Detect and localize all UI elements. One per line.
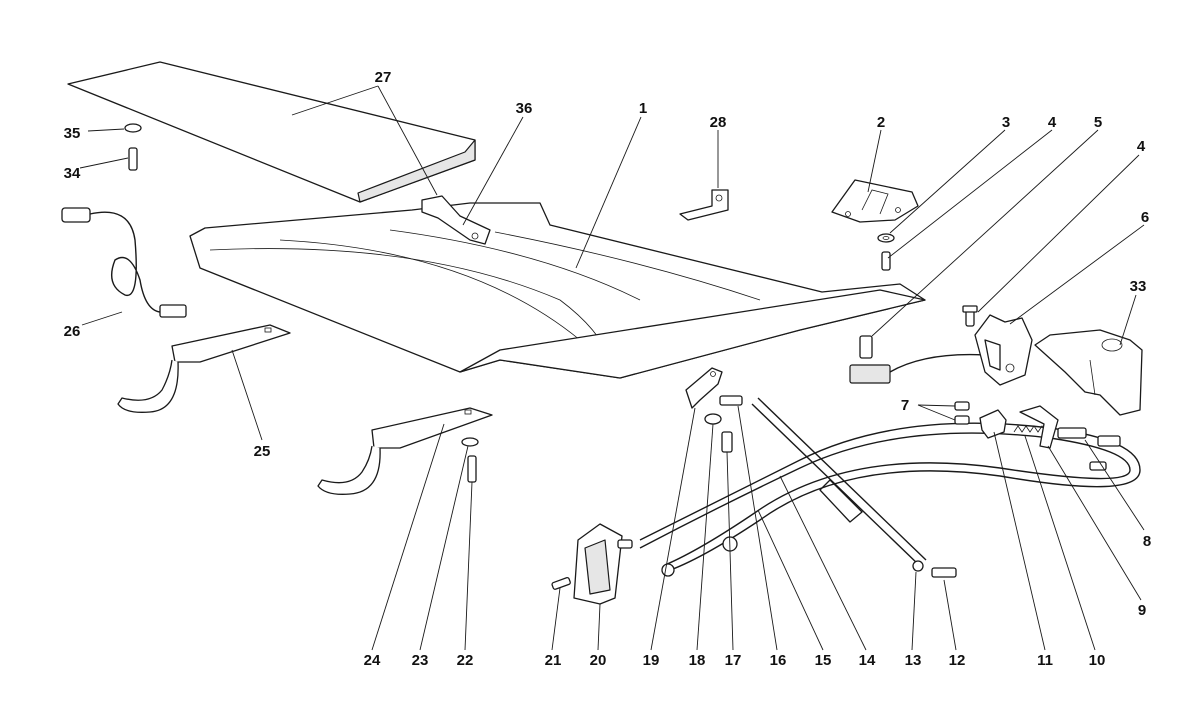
callout-13: 13 bbox=[905, 652, 922, 669]
callout-26: 26 bbox=[64, 323, 81, 340]
switch-5 bbox=[849, 335, 986, 384]
callout-4: 4 bbox=[1048, 114, 1057, 131]
screw-16 bbox=[719, 395, 743, 406]
callout-5: 5 bbox=[1094, 114, 1102, 131]
callout-15: 15 bbox=[815, 652, 832, 669]
leader-lines bbox=[79, 85, 1145, 651]
callout-1: 1 bbox=[639, 100, 647, 117]
screw-21 bbox=[551, 577, 571, 590]
screw-34 bbox=[128, 147, 138, 171]
callout-7: 7 bbox=[901, 397, 909, 414]
callout-8: 8 bbox=[1143, 533, 1151, 550]
callout-9: 9 bbox=[1138, 602, 1146, 619]
callout-labels: 1 2 3 4 5 4 6 7 8 9 10 11 12 13 14 15 16… bbox=[64, 69, 1152, 669]
gas-strut-14 bbox=[751, 397, 927, 572]
callout-22: 22 bbox=[457, 652, 474, 669]
washer-35 bbox=[124, 123, 142, 133]
lid-latch-6 bbox=[974, 314, 1033, 386]
bracket-28 bbox=[679, 189, 729, 221]
callout-18: 18 bbox=[689, 652, 706, 669]
adjuster-8 bbox=[1057, 427, 1121, 447]
callout-16: 16 bbox=[770, 652, 787, 669]
mounting-plate-33 bbox=[1034, 329, 1143, 416]
callout-35: 35 bbox=[64, 125, 81, 142]
callout-34: 34 bbox=[64, 165, 81, 182]
engine-lid bbox=[189, 195, 926, 379]
callout-11: 11 bbox=[1037, 652, 1053, 669]
callout-12: 12 bbox=[949, 652, 966, 669]
screw-17 bbox=[721, 431, 733, 453]
ball-stud-12 bbox=[931, 567, 957, 578]
callout-2: 2 bbox=[877, 114, 885, 131]
guide-11 bbox=[979, 409, 1007, 439]
screw-4 bbox=[881, 251, 891, 271]
spring-10 bbox=[1013, 425, 1047, 433]
callout-10: 10 bbox=[1089, 652, 1106, 669]
washer-23 bbox=[461, 437, 479, 447]
callout-27: 27 bbox=[375, 69, 392, 86]
callout-6: 6 bbox=[1141, 209, 1149, 226]
callout-17: 17 bbox=[725, 652, 742, 669]
hinge-arm-24 bbox=[317, 407, 493, 495]
washer-18 bbox=[704, 413, 722, 425]
bracket-9 bbox=[1019, 405, 1059, 449]
cable-26 bbox=[61, 207, 187, 318]
screw-4b bbox=[962, 305, 978, 327]
upper-lid-panel bbox=[67, 61, 476, 203]
callout-23: 23 bbox=[412, 652, 429, 669]
callout-28: 28 bbox=[710, 114, 727, 131]
hinge-arm-25 bbox=[117, 324, 291, 413]
latch-bracket-2 bbox=[831, 179, 919, 223]
callout-4b: 4 bbox=[1137, 138, 1146, 155]
callout-19: 19 bbox=[643, 652, 660, 669]
release-cable-15 bbox=[639, 422, 1141, 577]
callout-21: 21 bbox=[545, 652, 562, 669]
callout-25: 25 bbox=[254, 443, 271, 460]
callout-3: 3 bbox=[1002, 114, 1010, 131]
callout-36: 36 bbox=[516, 100, 533, 117]
callout-33: 33 bbox=[1130, 278, 1147, 295]
washer-3 bbox=[877, 233, 895, 243]
release-handle-20 bbox=[573, 523, 633, 605]
screw-22 bbox=[467, 455, 477, 483]
clips-7 bbox=[954, 401, 970, 425]
callout-14: 14 bbox=[859, 652, 876, 669]
callout-24: 24 bbox=[364, 652, 381, 669]
bracket-19 bbox=[685, 367, 723, 409]
callout-20: 20 bbox=[590, 652, 607, 669]
